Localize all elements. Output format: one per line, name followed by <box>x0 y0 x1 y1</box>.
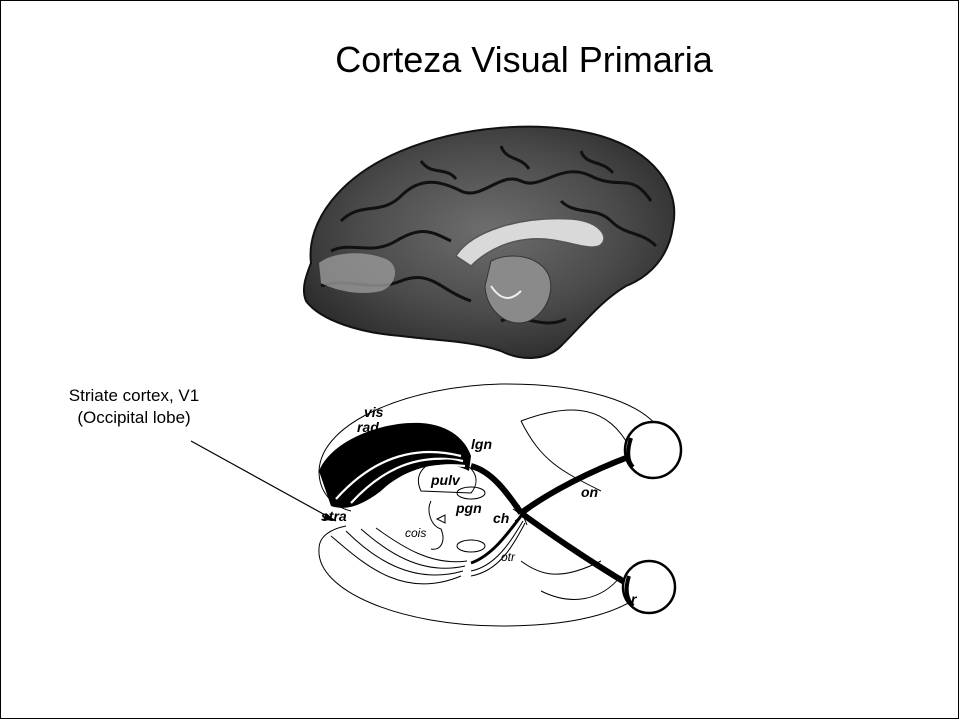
label-cois: cois <box>405 526 426 540</box>
callout-pointer-line <box>191 441 336 521</box>
label-pulv: pulv <box>430 472 461 488</box>
label-rad: rad <box>357 419 379 435</box>
visual-pathway-diagram: vis rad lgn pulv pgn stra ch on cois otr… <box>319 384 681 626</box>
label-pgn: pgn <box>455 500 482 516</box>
label-otr: otr <box>501 550 516 564</box>
brain-photo <box>304 127 674 358</box>
eye-top <box>625 422 681 478</box>
label-on: on <box>581 484 598 500</box>
label-stra: stra <box>321 508 347 524</box>
label-vis: vis <box>364 404 384 420</box>
label-lgn: lgn <box>471 436 492 452</box>
label-ch: ch <box>493 510 509 526</box>
